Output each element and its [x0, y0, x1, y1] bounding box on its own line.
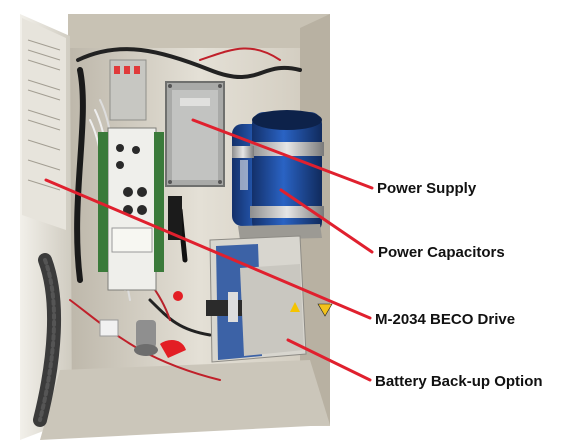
battery-backup	[206, 235, 333, 363]
power-supply-label: Power Supply	[377, 180, 477, 197]
leader-power-capacitors	[279, 188, 374, 254]
leader-battery	[286, 338, 372, 382]
leader-drive	[44, 178, 372, 320]
leader-power-supply	[191, 118, 374, 190]
power-capacitors-label: Power Capacitors	[378, 244, 505, 261]
capacitors	[232, 110, 324, 240]
callout-leader-lines	[44, 118, 374, 382]
drive-board	[98, 127, 164, 291]
power-supply	[165, 81, 225, 187]
terminal-strip	[109, 59, 147, 121]
battery-label: Battery Back-up Option	[375, 373, 543, 390]
enclosure-floor	[40, 360, 330, 440]
drive-label: M-2034 BECO Drive	[375, 311, 516, 328]
lower-components	[99, 196, 186, 358]
